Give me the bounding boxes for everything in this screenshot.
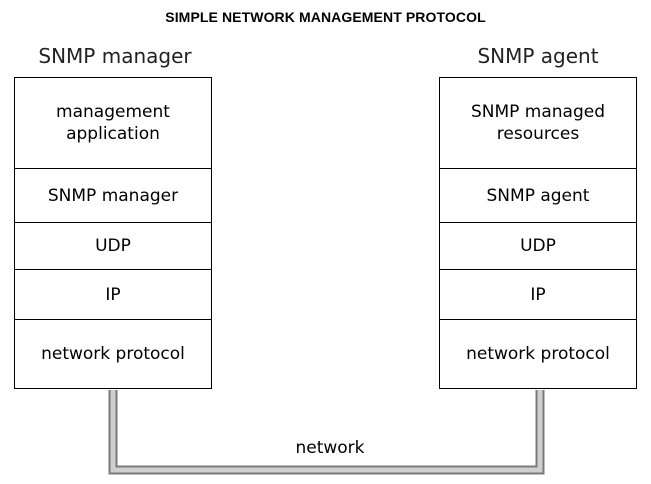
agent-layer-resources: SNMP managed resources [470, 102, 606, 144]
network-label: network [295, 438, 365, 458]
agent-layer-snmp: SNMP agent [440, 168, 636, 222]
manager-column-label: SNMP manager [38, 44, 192, 68]
agent-column-label: SNMP agent [477, 44, 599, 68]
manager-stack: management application SNMP manager UDP … [14, 77, 212, 389]
manager-layer-udp: UDP [15, 222, 211, 269]
manager-layer-application: management application [56, 102, 170, 144]
diagram-title: SIMPLE NETWORK MANAGEMENT PROTOCOL [165, 9, 486, 25]
agent-layer-ip: IP [440, 269, 636, 319]
manager-layer-ip: IP [15, 269, 211, 319]
agent-layer-network-protocol: network protocol [440, 319, 636, 388]
network-pipe-fill [110, 390, 543, 473]
network-pipe-outline [108, 390, 545, 475]
agent-stack: SNMP managed resources SNMP agent UDP IP… [439, 77, 637, 389]
manager-layer-network-protocol: network protocol [15, 319, 211, 388]
agent-layer-udp: UDP [440, 222, 636, 269]
manager-layer-snmp: SNMP manager [15, 168, 211, 222]
